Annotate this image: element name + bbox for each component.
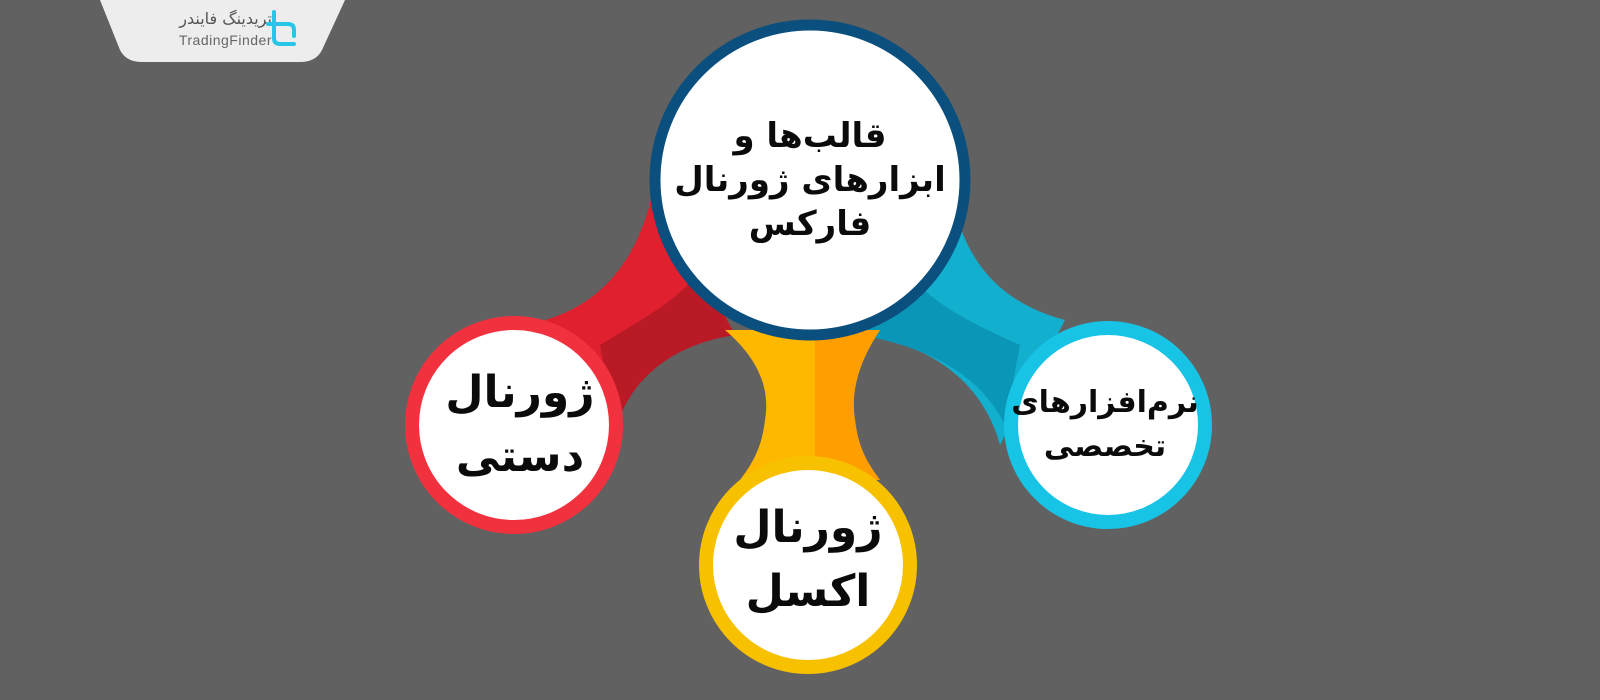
main-node-circle <box>649 19 971 341</box>
brand-name-english: TradingFinder <box>178 32 272 48</box>
logo-tab-background <box>100 0 345 62</box>
software-node-circle <box>1004 321 1212 529</box>
excel-journal-label: ژورنال اکسل <box>733 502 883 617</box>
brand-logo: تریدینگ فایندر TradingFinder <box>179 8 272 50</box>
brand-name-persian: تریدینگ فایندر <box>179 9 272 28</box>
red-branch-shade <box>600 270 735 430</box>
manual-node-circle <box>405 316 623 534</box>
tradingfinder-logo-icon <box>266 10 296 46</box>
yellow-branch-shade <box>815 330 880 480</box>
manual-journal-label: ژورنال دستی <box>445 367 595 482</box>
teal-branch-shade <box>860 280 1020 425</box>
specialized-software-label: نرم‌افزارهای تخصصی <box>1011 385 1199 464</box>
excel-node-circle <box>699 456 917 674</box>
main-node-label: قالب‌ها و ابزارهای ژورنال فارکس <box>674 116 946 244</box>
